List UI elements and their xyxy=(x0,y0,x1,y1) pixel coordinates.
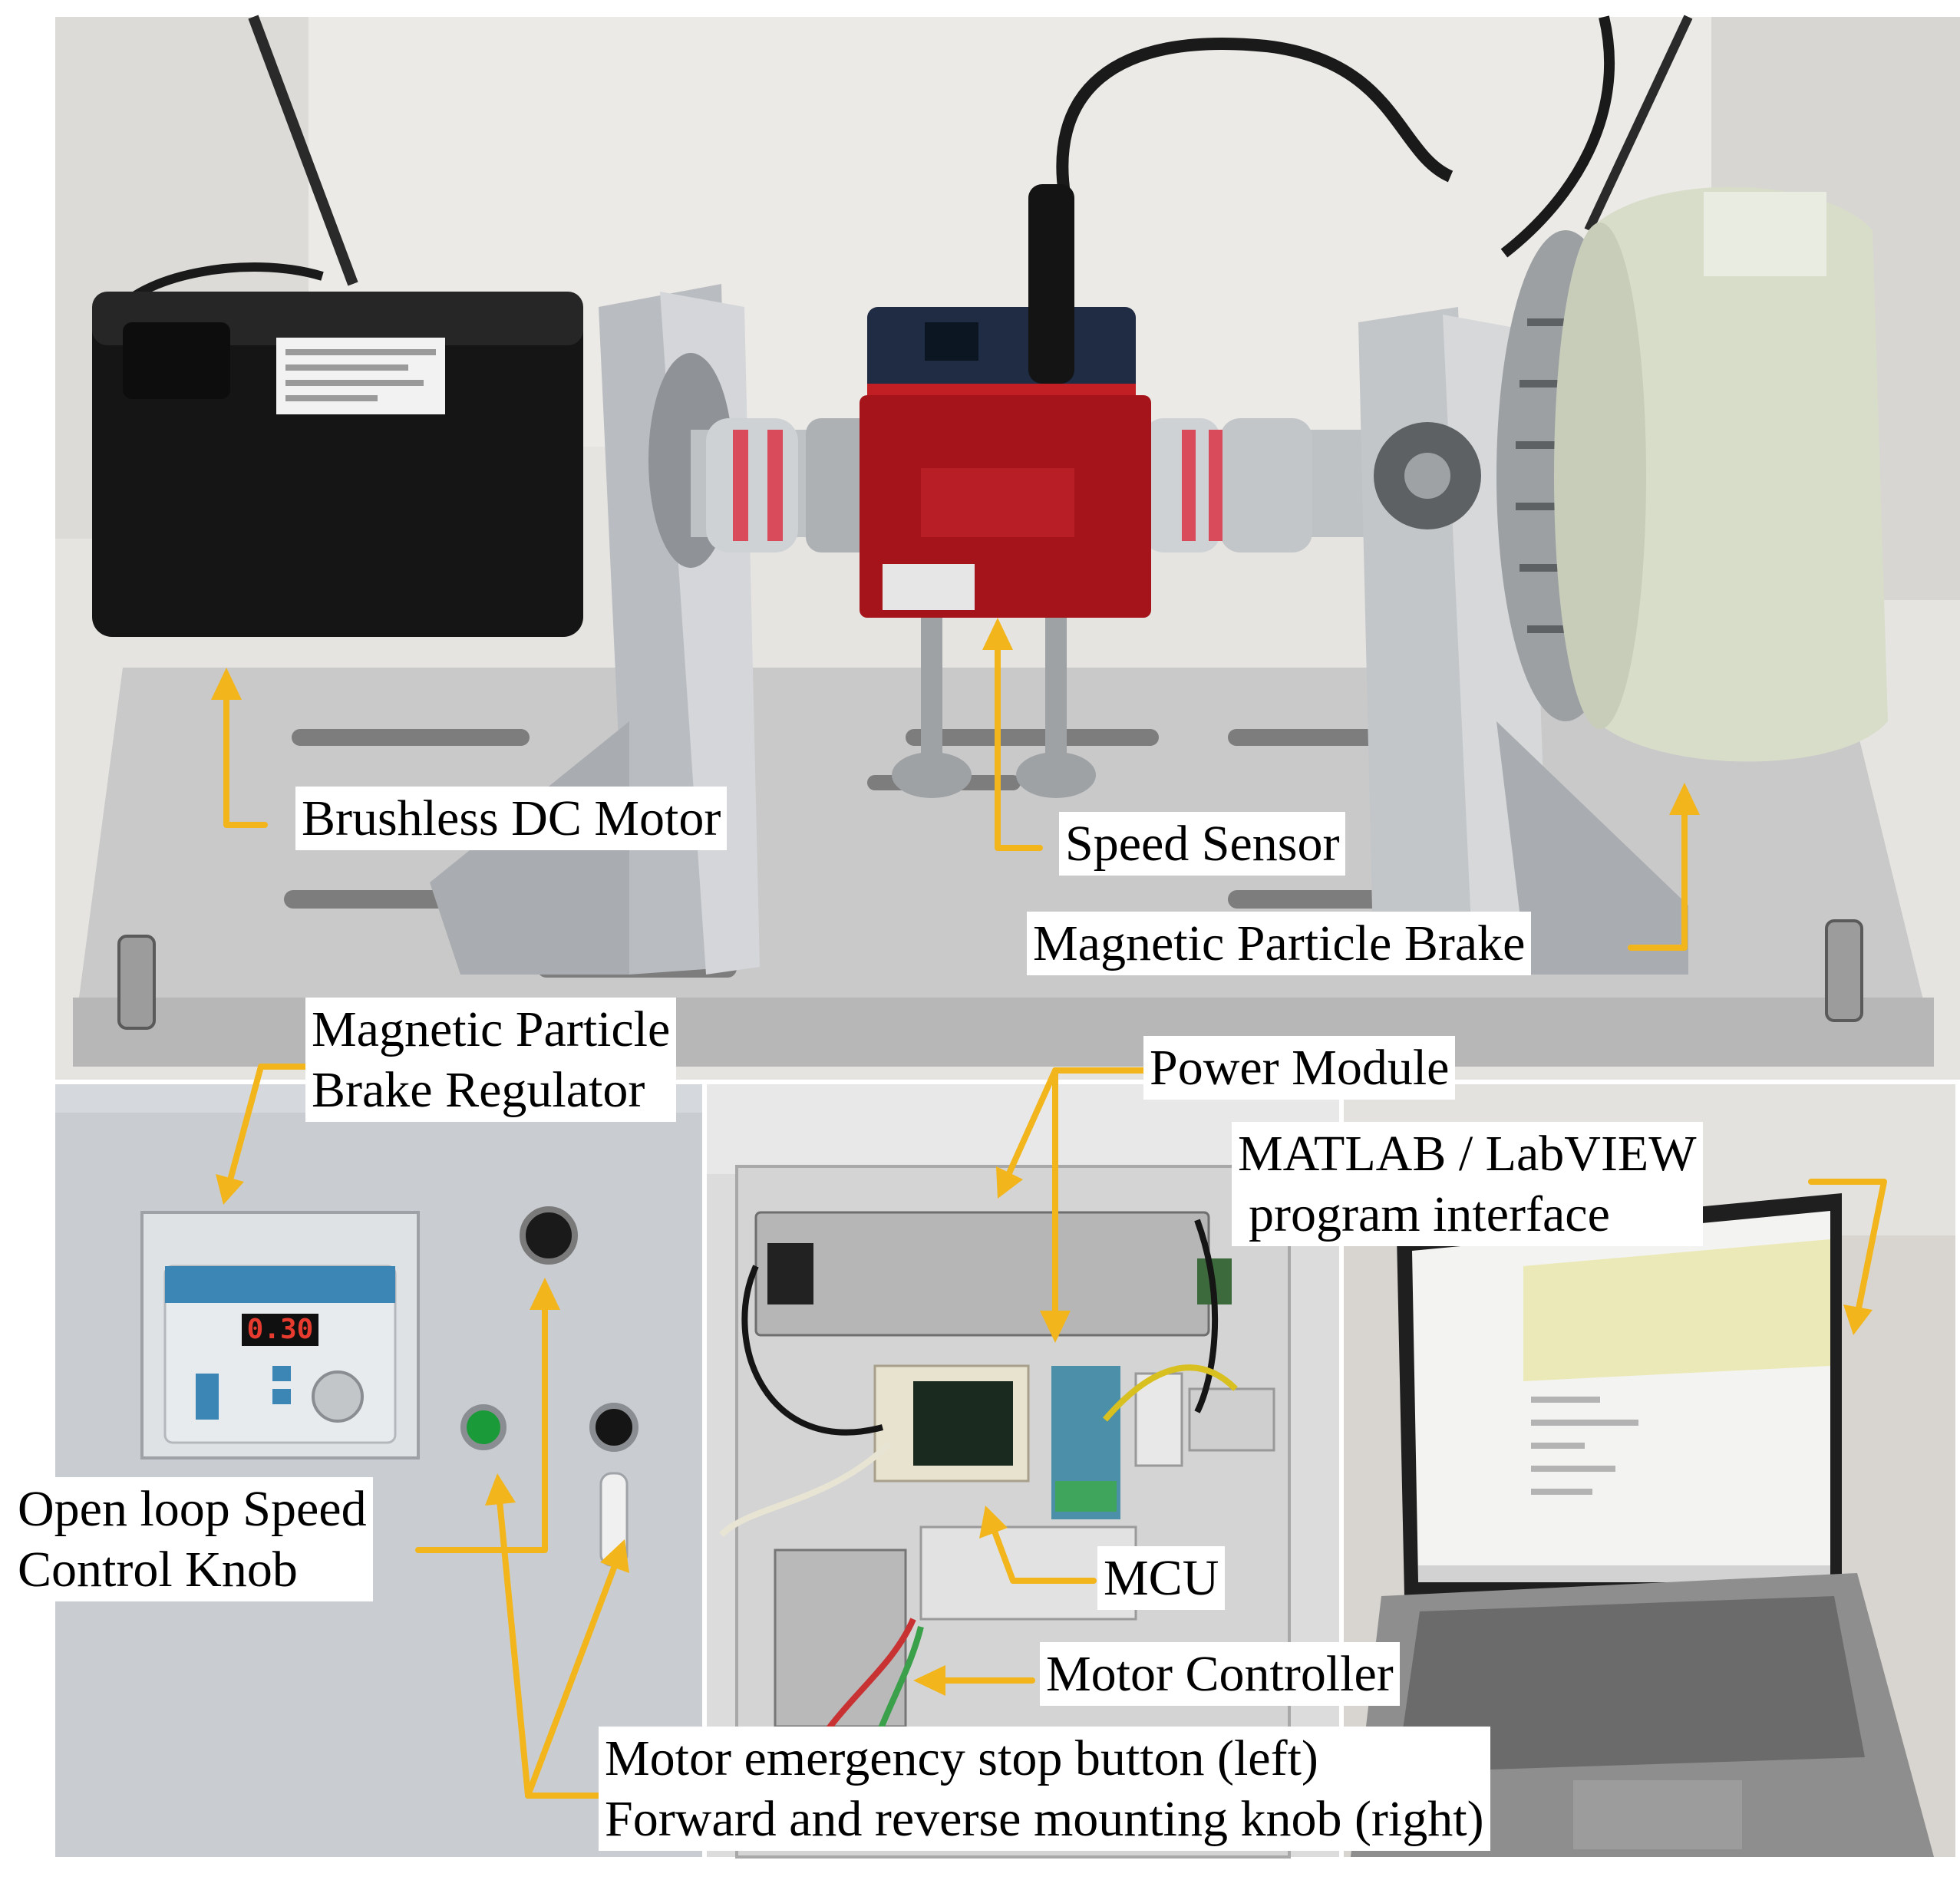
arrow-mp-brake xyxy=(1628,799,1688,951)
arrowhead-matlab xyxy=(1843,1304,1873,1335)
arrow-speed-sensor xyxy=(995,634,1043,851)
arrow-estop-right xyxy=(525,1555,621,1799)
control-cabinet-photo: 0.30 xyxy=(55,1082,704,1857)
label-speed-sensor-text: Speed Sensor xyxy=(1065,816,1340,872)
callout-arrows xyxy=(211,618,1887,1799)
label-matlab-line1: MATLAB / LabVIEW xyxy=(1238,1126,1697,1182)
arrowhead-open-loop xyxy=(530,1278,560,1310)
right-bracket xyxy=(1358,307,1688,975)
label-open-loop-line1: Open loop Speed xyxy=(18,1481,367,1537)
arrowhead-motor-controller xyxy=(913,1665,945,1696)
label-mp-brake-regulator-line2: Brake Regulator xyxy=(312,1062,645,1119)
arrowhead-estop-left xyxy=(485,1473,516,1506)
laptop-photo xyxy=(1341,1082,1955,1857)
label-bldc-motor-text: Brushless DC Motor xyxy=(302,790,721,846)
regulator-display: 0.30 xyxy=(247,1314,314,1345)
label-mcu: MCU xyxy=(1097,1546,1226,1611)
arrowhead-bldc-motor xyxy=(211,668,242,700)
arrow-open-loop xyxy=(415,1294,548,1553)
arrow-mcu xyxy=(988,1520,1097,1584)
arrowhead-power-module xyxy=(996,1166,1023,1199)
label-matlab-line2: program interface xyxy=(1249,1186,1610,1243)
label-estop-knob: Motor emergency stop button (left) Forwa… xyxy=(599,1727,1490,1852)
label-mp-brake-regulator-line1: Magnetic Particle xyxy=(312,1001,671,1057)
label-matlab-labview: MATLAB / LabVIEW program interface xyxy=(1232,1122,1703,1247)
label-mcu-text: MCU xyxy=(1104,1550,1219,1606)
label-speed-sensor: Speed Sensor xyxy=(1059,812,1346,876)
label-mp-brake-regulator: Magnetic Particle Brake Regulator xyxy=(305,998,677,1123)
arrow-bldc-motor xyxy=(223,684,268,828)
speed-sensor xyxy=(860,184,1151,798)
label-bldc-motor: Brushless DC Motor xyxy=(295,787,728,851)
label-power-module: Power Module xyxy=(1143,1036,1456,1100)
magnetic-particle-brake xyxy=(1496,186,1888,762)
label-open-loop-line2: Control Knob xyxy=(18,1542,298,1598)
arrowhead-brake-regulator xyxy=(216,1174,244,1205)
label-mp-brake: Magnetic Particle Brake xyxy=(1027,912,1532,976)
arrow-brake-regulator xyxy=(226,1064,310,1189)
arrowhead-mp-brake xyxy=(1669,783,1700,815)
label-open-loop-knob: Open loop Speed Control Knob xyxy=(12,1477,373,1602)
arrow-matlab xyxy=(1808,1179,1887,1319)
label-estop-line1: Motor emergency stop button (left) xyxy=(605,1730,1318,1786)
label-mp-brake-text: Magnetic Particle Brake xyxy=(1033,915,1526,971)
label-motor-controller: Motor Controller xyxy=(1040,1642,1400,1707)
label-motor-controller-text: Motor Controller xyxy=(1046,1646,1394,1702)
arrowhead-mcu xyxy=(979,1506,1008,1539)
arrowhead-speed-sensor xyxy=(982,618,1013,650)
arrowhead-estop-right xyxy=(600,1539,629,1573)
label-estop-line2: Forward and reverse mounting knob (right… xyxy=(605,1791,1484,1848)
bldc-motor xyxy=(92,292,583,637)
label-power-module-text: Power Module xyxy=(1150,1040,1450,1096)
arrowhead-power-module-2 xyxy=(1040,1311,1071,1343)
arrow-estop-left xyxy=(496,1489,531,1799)
